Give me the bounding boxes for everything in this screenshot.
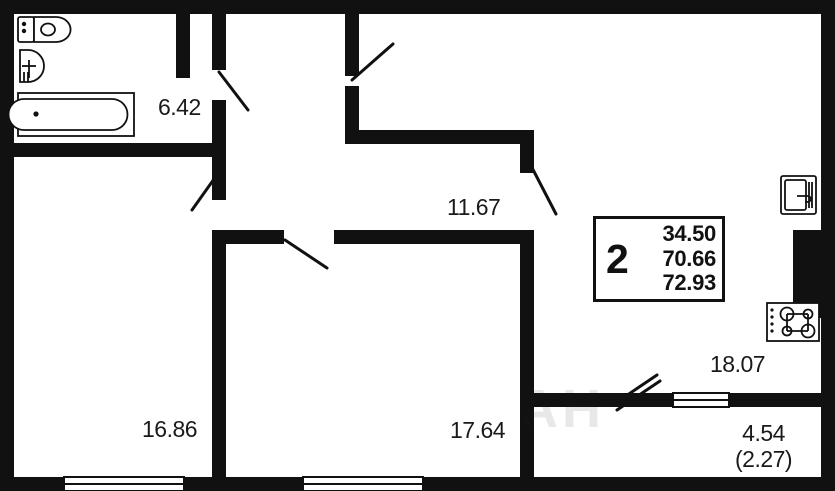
windows xyxy=(63,392,730,491)
wall-bathroom-bottom xyxy=(0,143,226,157)
balcony-label-group: 4.54 (2.27) xyxy=(735,420,793,473)
wall-bedroom-left-right xyxy=(212,230,226,477)
door-balcony-swing-a xyxy=(612,373,659,406)
area-total-without-balcony: 70.66 xyxy=(662,245,716,271)
door-kitchen-swing xyxy=(525,156,558,216)
wall-balcony-left-jog xyxy=(520,393,534,477)
room-label-bathroom: 6.42 xyxy=(158,94,201,120)
wall-hall-left xyxy=(212,157,226,200)
wall-hall-left-upper xyxy=(212,100,226,157)
wall-bedroom-mid-top-right xyxy=(334,230,534,244)
wall-bedroom-mid-top-left xyxy=(212,230,284,244)
window-bedroom-middle xyxy=(302,476,424,491)
door-upper-hall-swing xyxy=(350,42,395,82)
fixture-bathtub xyxy=(7,92,135,137)
wall-outer-right xyxy=(821,0,835,491)
wall-outer-top-left xyxy=(0,0,190,14)
rooms-count: 2 xyxy=(606,235,629,282)
wall-upper-hall-left xyxy=(212,14,226,70)
window-balcony-wall xyxy=(672,392,730,408)
wall-hall-bottom-right xyxy=(345,130,528,144)
door-bedroom-left-swing xyxy=(190,170,221,212)
room-label-bedroom-left: 16.86 xyxy=(142,416,198,442)
balcony-area-coefficient: (2.27) xyxy=(735,446,793,473)
room-label-hallway: 11.67 xyxy=(447,194,501,220)
wall-upper-hall-right xyxy=(345,14,359,76)
info-areas: 34.50 70.66 72.93 xyxy=(633,221,716,296)
door-bedroom-mid-swing xyxy=(283,238,329,270)
window-bedroom-left xyxy=(63,476,185,491)
balcony-area: 4.54 xyxy=(742,420,785,446)
fixture-washbasin xyxy=(19,49,45,83)
wall-outer-left xyxy=(0,0,14,491)
door-swings xyxy=(190,42,662,412)
room-label-bedroom-middle: 17.64 xyxy=(450,417,506,443)
area-living: 34.50 xyxy=(662,221,716,247)
door-bathroom-swing xyxy=(217,70,250,112)
wall-bathroom-right xyxy=(176,0,190,78)
room-label-kitchen: 18.07 xyxy=(710,351,766,377)
fixture-kitchen-sink xyxy=(780,175,817,215)
wall-outer-top-right xyxy=(176,0,835,14)
area-total-with-balcony: 72.93 xyxy=(662,270,716,296)
wall-bedroom-left-jog xyxy=(212,230,226,270)
fixture-stove xyxy=(766,302,820,342)
apartment-info-box: 2 34.50 70.66 72.93 xyxy=(593,216,725,302)
wall-upper-hall-right-lower xyxy=(345,86,359,143)
door-balcony-swing-b xyxy=(615,379,662,412)
fixture-toilet xyxy=(17,16,72,43)
